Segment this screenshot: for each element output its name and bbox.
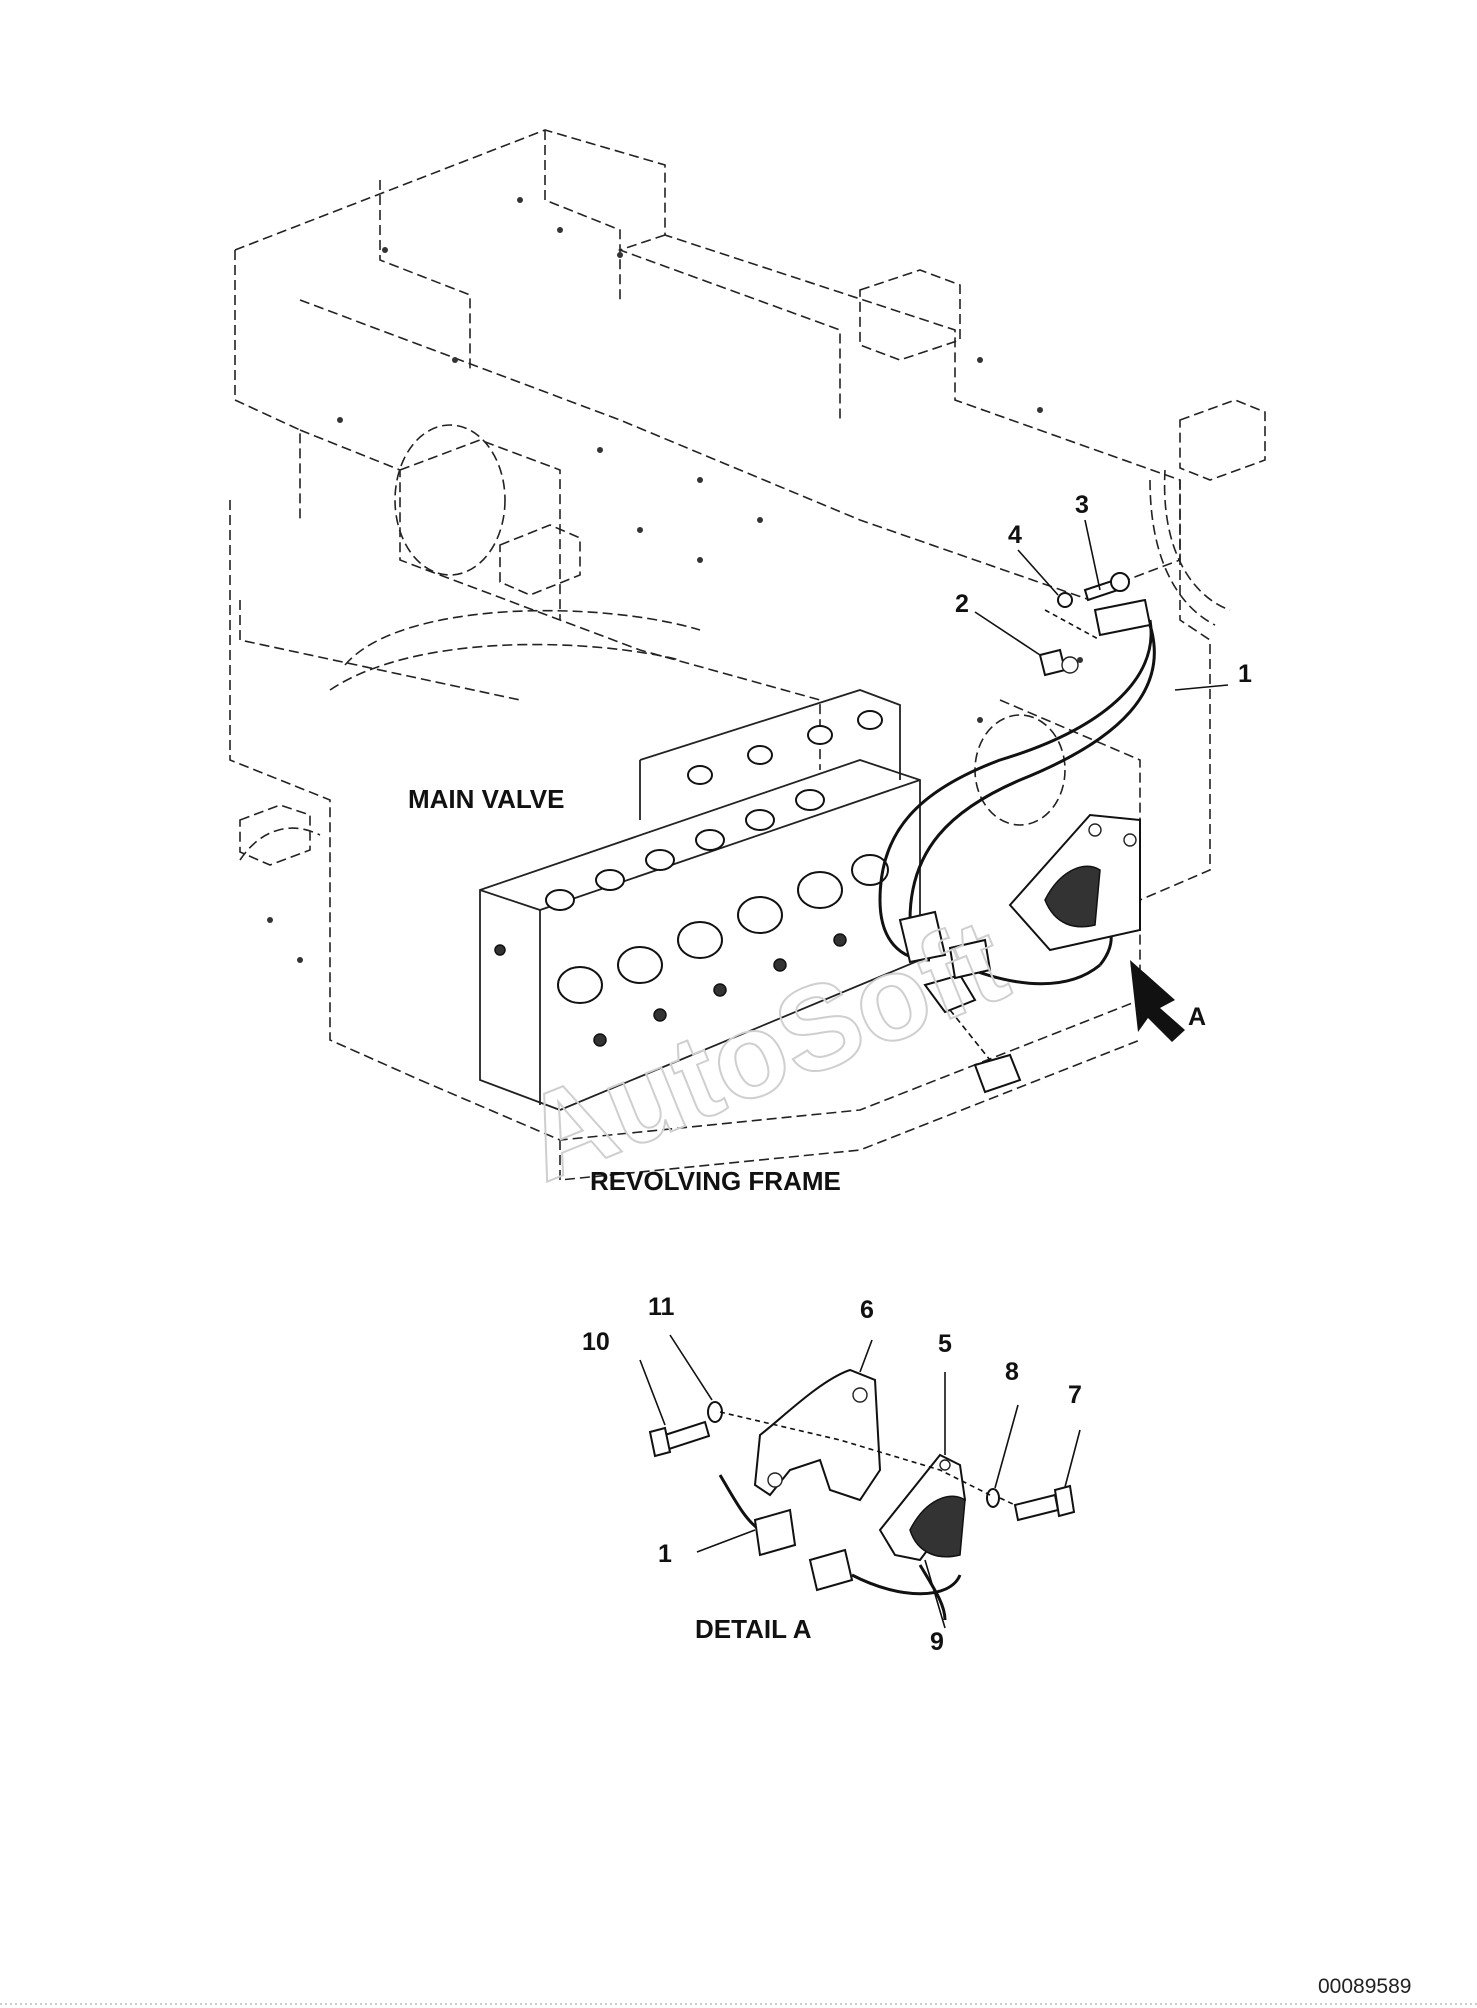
revolving-frame-label: REVOLVING FRAME — [590, 1166, 841, 1196]
detail-a-drawing — [648, 1368, 1076, 1621]
revolving-frame-drawing — [229, 129, 1266, 1181]
callout-6-detail: 6 — [860, 1296, 874, 1324]
view-a-label: A — [1188, 1003, 1206, 1031]
callout-5-detail: 5 — [938, 1330, 952, 1358]
detail-a-label: DETAIL A — [695, 1614, 812, 1644]
callout-3-top: 3 — [1075, 491, 1089, 519]
main-valve-drawing — [479, 689, 1022, 1111]
callout-1-detail: 1 — [658, 1540, 672, 1568]
callout-8-detail: 8 — [1005, 1358, 1019, 1386]
callout-9-detail: 9 — [930, 1628, 944, 1656]
top-callout-leaders — [974, 519, 1229, 691]
sensor-harness-drawing — [878, 572, 1185, 1042]
callout-4-top: 4 — [1008, 521, 1022, 549]
document-id: 00089589 — [1318, 1975, 1411, 1998]
main-valve-label: MAIN VALVE — [408, 784, 564, 814]
top-callouts: 1 2 3 4 A — [955, 491, 1252, 1031]
detail-callouts: 1 5 6 7 8 9 10 11 — [582, 1293, 1082, 1656]
callout-2-top: 2 — [955, 590, 969, 618]
detail-callout-leaders — [639, 1334, 1081, 1629]
callout-10-detail: 10 — [582, 1328, 610, 1356]
callout-7-detail: 7 — [1068, 1381, 1082, 1409]
callout-1-top: 1 — [1238, 660, 1252, 688]
callout-11-detail: 11 — [648, 1293, 675, 1321]
